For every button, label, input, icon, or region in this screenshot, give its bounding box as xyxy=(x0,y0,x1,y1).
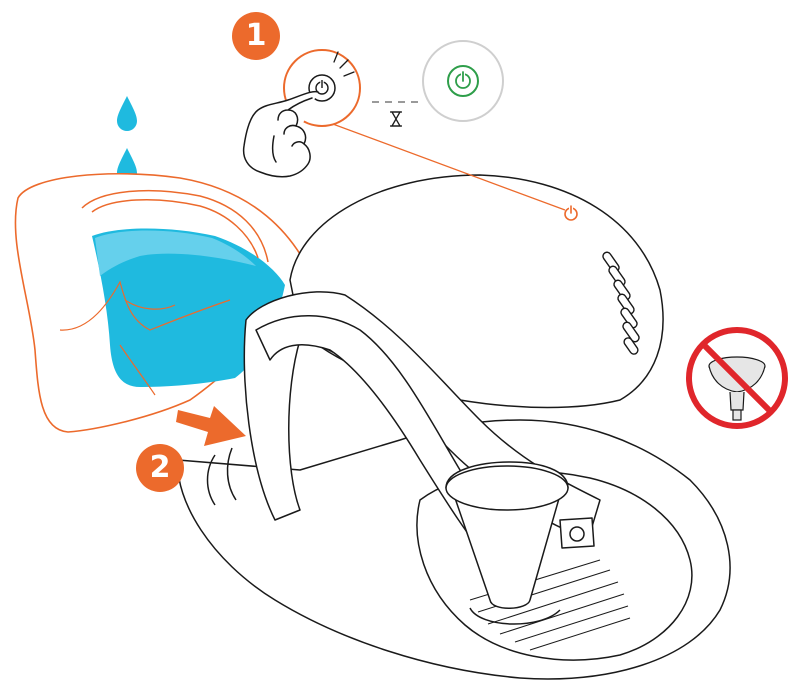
machine-head xyxy=(290,175,663,408)
no-capsule-holder-icon xyxy=(689,330,785,426)
capsule-cup-rim xyxy=(446,466,568,510)
capsule-holder-knob xyxy=(570,527,584,541)
step-badge-2: 2 xyxy=(136,444,184,492)
water-drop-icon xyxy=(117,96,137,131)
step-badge-1: 1 xyxy=(232,12,280,60)
power-ready-indicator xyxy=(423,41,503,121)
hand-icon xyxy=(244,92,318,177)
hourglass-icon xyxy=(390,112,402,126)
insert-arrow-icon xyxy=(176,406,246,446)
